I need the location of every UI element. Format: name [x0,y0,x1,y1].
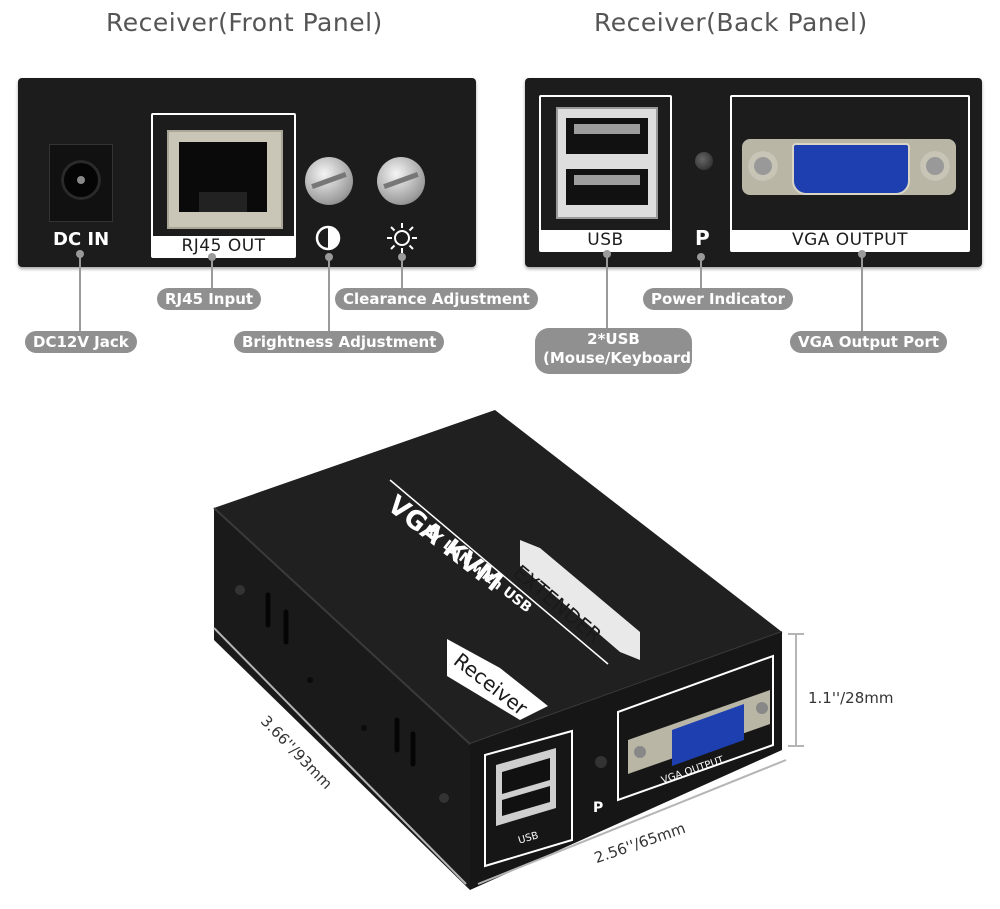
brightness-knob[interactable] [305,157,353,205]
usb-label: USB [541,230,670,250]
usb-ports [556,107,658,219]
callout-usb-line1: 2*USB [587,330,640,348]
usb-frame: USB [539,95,672,252]
dc-jack [49,144,113,222]
device-illustration [213,410,804,890]
callout-rj45-input: RJ45 Input [157,288,262,310]
callout-clearance: Clearance Adjustment [335,288,538,310]
dc-in-label: DC IN [53,229,110,250]
vga-output-label: VGA OUTPUT [732,230,968,250]
callout-usb: 2*USB (Mouse/Keyboard) [535,328,698,374]
front-panel-title: Receiver(Front Panel) [106,8,383,37]
rj45-port [167,130,283,229]
power-led [695,152,713,170]
callout-usb-line2: (Mouse/Keyboard) [543,349,698,367]
callout-power-indicator: Power Indicator [643,288,793,310]
device-power-label: P [593,800,604,816]
clearance-knob[interactable] [377,157,425,205]
rj45-frame: RJ45 OUT [151,113,296,258]
callout-vga-port: VGA Output Port [790,331,948,353]
back-panel: USB P VGA OUTPUT [525,78,982,267]
rj45-out-label: RJ45 OUT [153,236,294,256]
contrast-icon [315,225,341,251]
power-label: P [695,226,710,250]
dimension-height: 1.1''/28mm [808,689,894,707]
vga-frame: VGA OUTPUT [730,95,970,252]
front-panel: DC IN RJ45 OUT [18,78,476,267]
brightness-sun-icon [387,223,417,253]
back-panel-title: Receiver(Back Panel) [594,8,868,37]
callout-dc-jack: DC12V Jack [25,331,137,353]
callout-brightness: Brightness Adjustment [234,331,445,353]
vga-port [742,139,956,195]
